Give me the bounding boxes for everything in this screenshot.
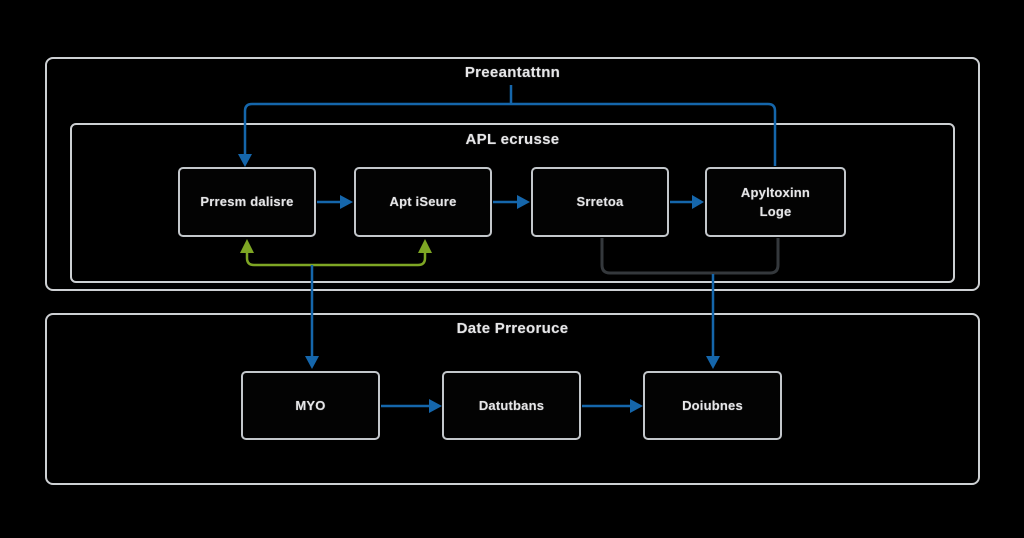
data-section	[45, 313, 980, 485]
node-top-3: Srretoa	[531, 167, 669, 237]
node-bottom-1: MYO	[241, 371, 380, 440]
api-section-title: APL ecrusse	[465, 131, 560, 148]
node-top-1: Prresm dalisre	[178, 167, 316, 237]
node-bottom-3: Doiubnes	[643, 371, 782, 440]
presentation-section	[45, 57, 980, 291]
data-section-title: Date Prreoruce	[456, 320, 569, 337]
node-bottom-2: Datutbans	[442, 371, 581, 440]
node-top-4: Apyltoxinn Loge	[705, 167, 846, 237]
presentation-section-title: Preeantattnn	[464, 64, 561, 81]
node-top-2: Apt iSeure	[354, 167, 492, 237]
